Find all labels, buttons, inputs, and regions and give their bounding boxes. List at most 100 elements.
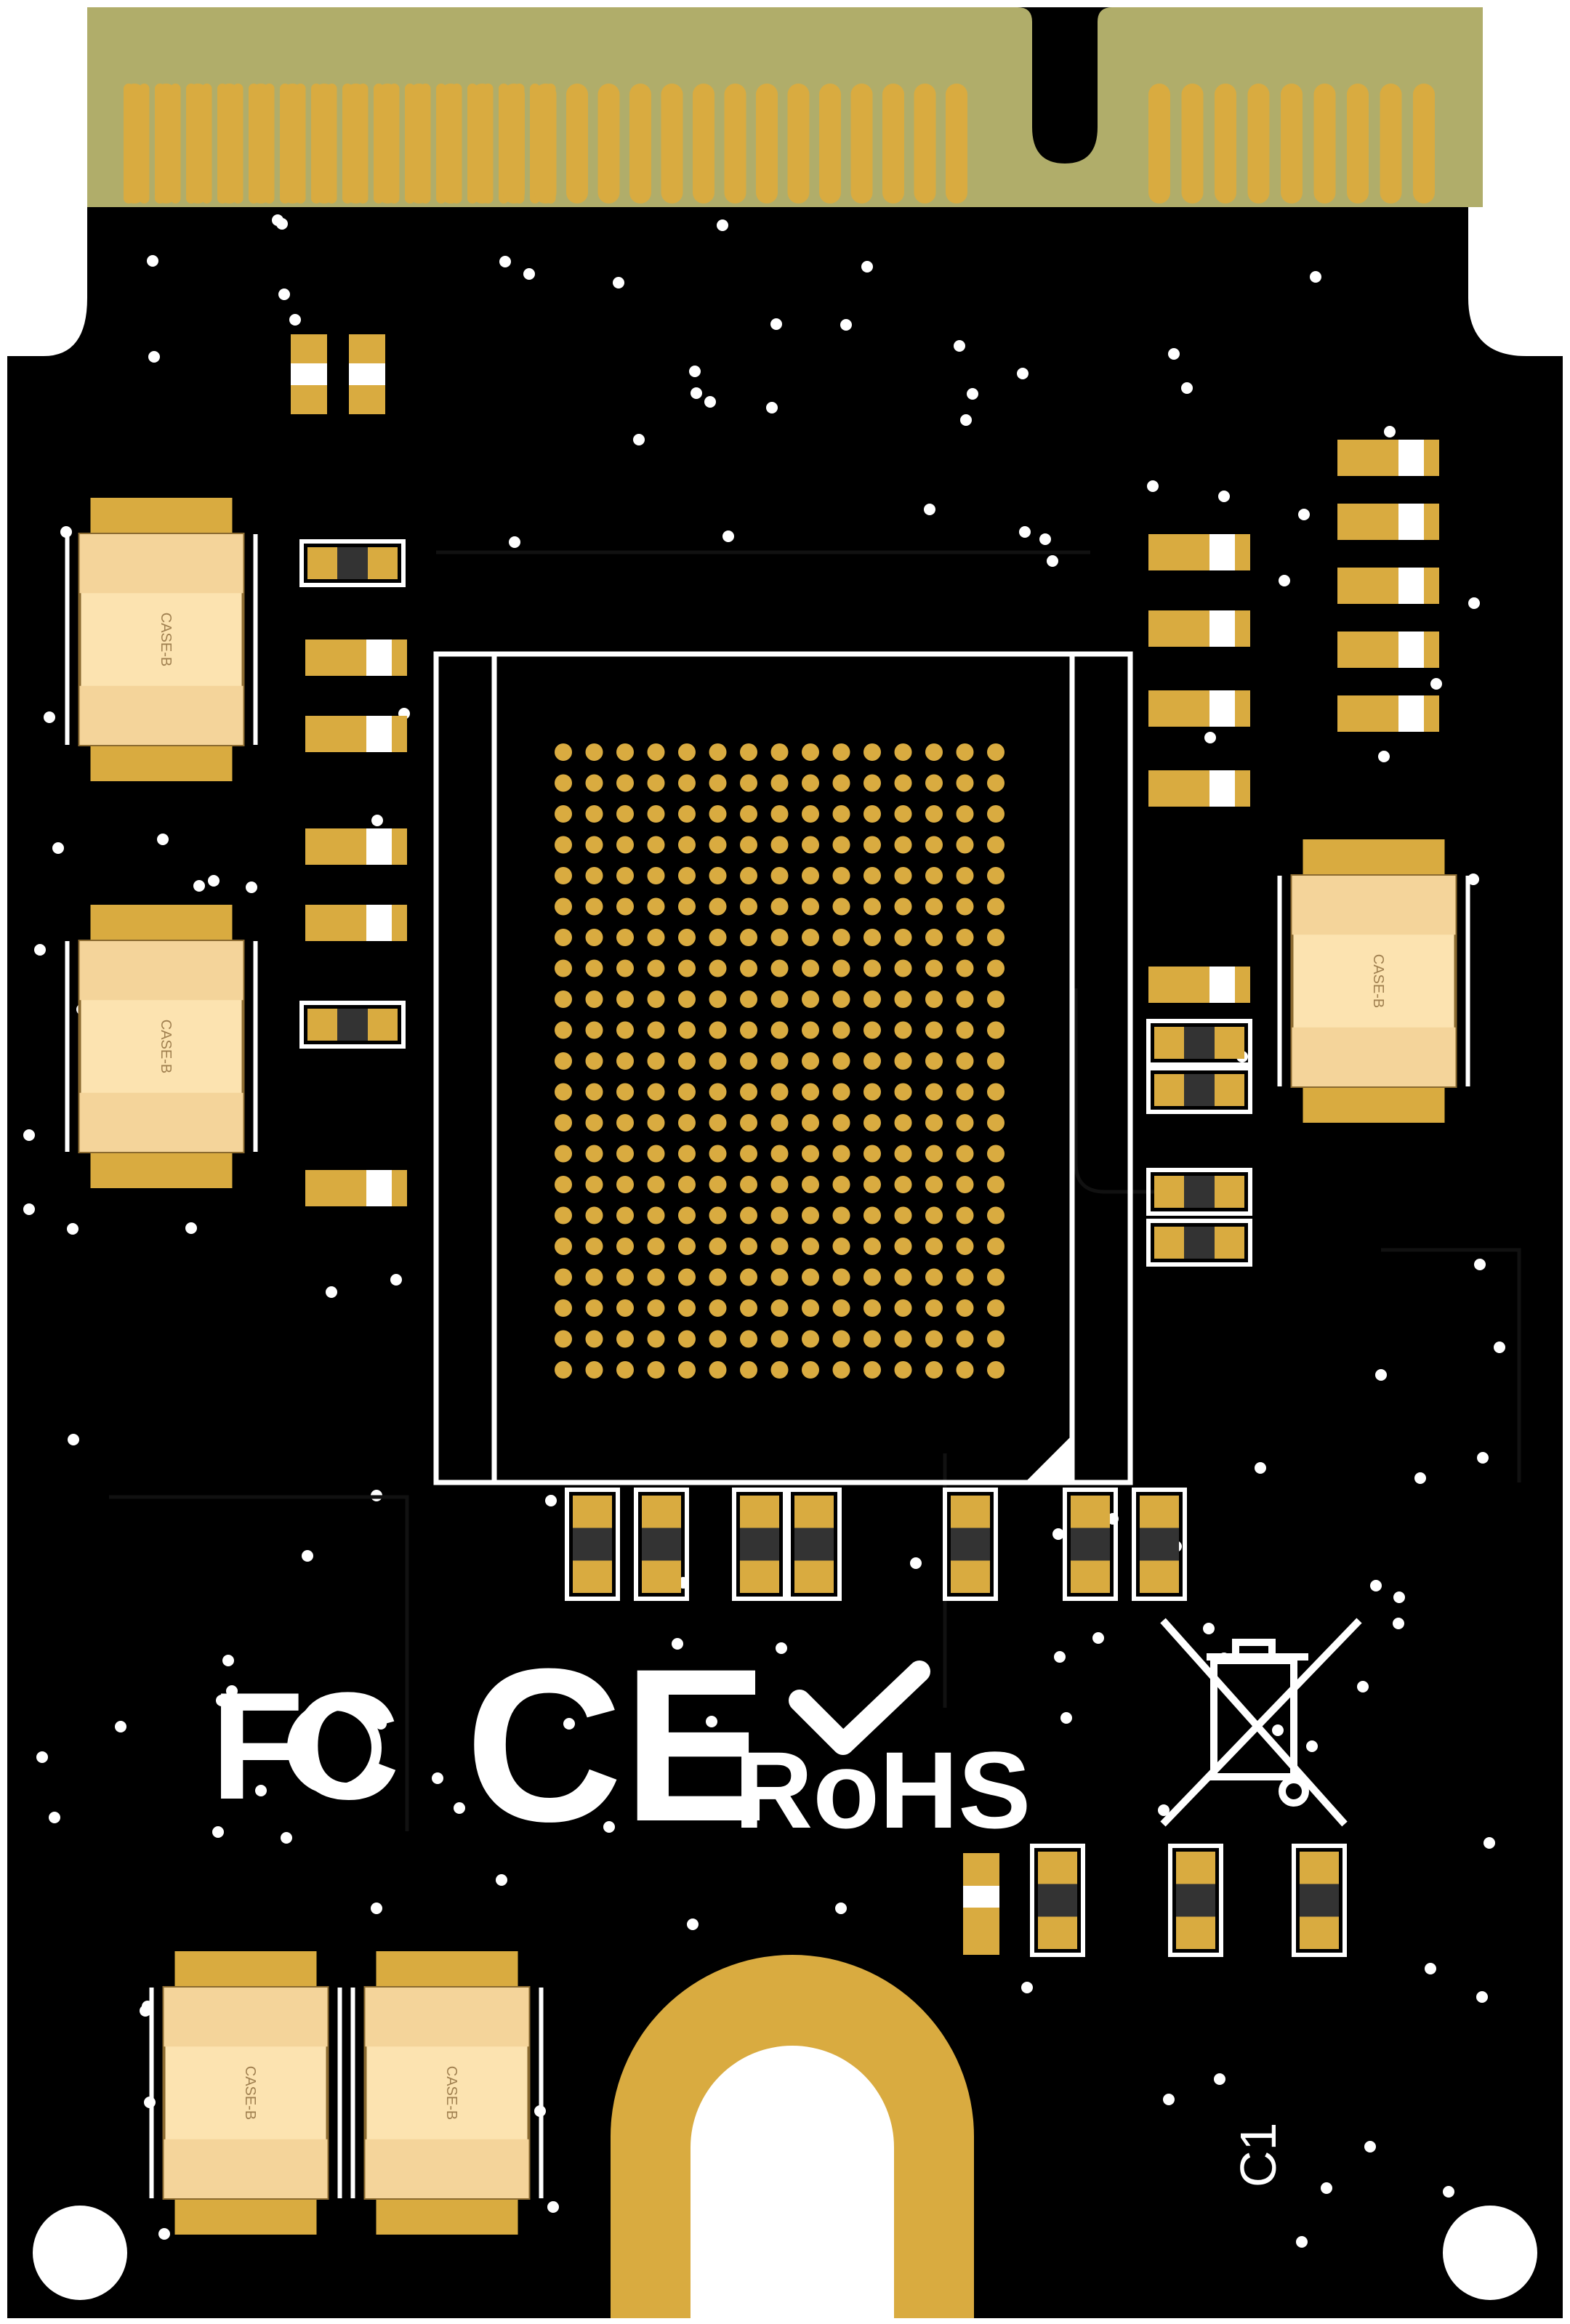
via [1378,751,1390,762]
weee-crossed-bin-icon [1160,1618,1362,1827]
bga-ball [647,805,665,823]
bga-ball [832,1206,850,1224]
bga-ball [709,774,727,792]
bga-ball [555,1145,572,1163]
bga-ball [864,836,881,854]
bga-ball [585,1238,603,1255]
via [1021,1982,1033,1993]
via [1158,1804,1170,1816]
via [603,1821,615,1833]
bga-ball [555,990,572,1008]
gold-finger [503,84,525,203]
smd-resistor [305,1170,407,1206]
bga-ball [555,929,572,946]
bga-ball [925,743,943,761]
bga-ball [740,929,757,946]
bga-ball [585,1083,603,1101]
bga-ball [647,1330,665,1348]
bga-ball [555,805,572,823]
bga-ball [894,1238,912,1255]
bga-ball [616,1145,634,1163]
bga-ball [987,1145,1005,1163]
bga-ball [925,1268,943,1286]
bga-ball [647,1238,665,1255]
via [770,318,782,330]
via [563,1718,575,1730]
bga-ball [770,1083,789,1101]
bga-ball [555,1299,572,1317]
bga-ball [616,1114,634,1131]
bga-ball [678,1238,696,1255]
bga-ball [802,1299,819,1317]
bga-ball [585,1330,603,1348]
bga-ball [987,1021,1005,1039]
via [1484,1837,1495,1849]
bga-ball [709,959,727,977]
bga-ball [864,929,881,946]
via [276,218,288,230]
gold-finger [250,84,272,203]
via [1204,732,1216,743]
bga-ball [678,1114,696,1131]
bga-ball [678,836,696,854]
bga-ball [709,1052,727,1070]
smd-resistor [963,1853,999,1955]
via [1306,1740,1318,1752]
bga-ball [802,1052,819,1070]
bga-ball [987,990,1005,1008]
rohs-text: RoHS [734,1729,1031,1851]
bga-ball [555,897,572,916]
bga-ball [864,1114,881,1131]
bga-ball [709,743,727,761]
bga-ball [709,867,727,884]
smd-capacitor [565,1488,620,1601]
bga-ball [894,1330,912,1348]
gold-finger [471,84,494,203]
bga-ball [709,1330,727,1348]
tantalum-capacitor: CASE-B [350,1951,544,2235]
bga-ball [647,897,665,916]
via [1430,678,1442,690]
bga-ball [678,805,696,823]
bga-ball [956,867,974,884]
bga-ball [555,1238,572,1255]
bga-ball [987,1330,1005,1348]
via [1384,426,1396,437]
smd-capacitor [732,1488,787,1601]
bga-ball [956,990,974,1008]
bga-ball [802,1330,819,1348]
via [1181,382,1193,394]
case-label: CASE-B [1370,954,1386,1008]
bga-ball [987,1361,1005,1379]
bga-ball [864,959,881,977]
bga-ball [864,774,881,792]
via [967,388,978,400]
smd-passives [291,334,1439,1957]
via [1494,1341,1505,1353]
bga-ball [555,1083,572,1101]
bga-ball [925,1206,943,1224]
bga-silk-outline [433,651,1133,1485]
bga-ball [864,1052,881,1070]
bga-ball [956,805,974,823]
bga-ball [802,1176,819,1193]
smd-resistor [1148,690,1250,727]
bga-ball [740,1268,757,1286]
bga-ball [678,1206,696,1224]
via [1298,509,1310,520]
gold-finger [281,84,304,203]
smd-capacitor [1063,1488,1118,1601]
bga-ball [647,990,665,1008]
bga-ball [925,805,943,823]
via [226,1685,238,1697]
bga-ball [616,1330,634,1348]
via [193,880,205,892]
via [222,1655,234,1666]
via [1017,368,1028,379]
via [281,1832,292,1844]
smd-resistor [349,334,385,414]
smd-capacitor [1168,1844,1223,1957]
bga-ball [802,1114,819,1131]
via [1296,2236,1308,2248]
bga-ball [894,959,912,977]
